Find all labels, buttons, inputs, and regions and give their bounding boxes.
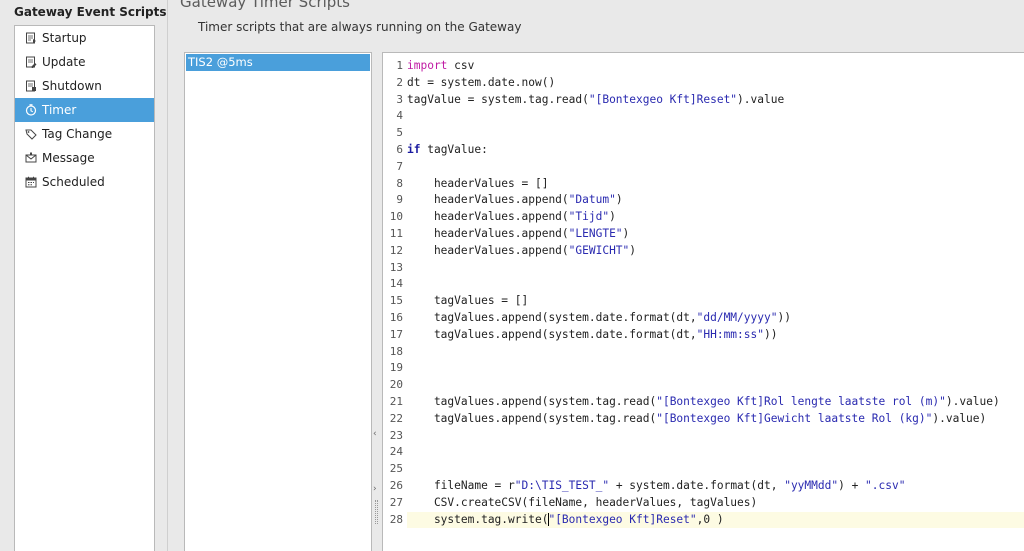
line-number: 15	[389, 294, 403, 308]
line-number: 3	[396, 92, 403, 106]
line-number: 23	[389, 428, 403, 442]
page-title: Gateway Timer Scripts	[180, 0, 350, 11]
sidebar-item-timer[interactable]: Timer	[15, 98, 154, 122]
line-number: 11	[389, 227, 403, 240]
code-line[interactable]: headerValues.append("GEWICHT")	[407, 243, 637, 257]
sidebar-item-label: Update	[42, 55, 86, 69]
page-subtitle: Timer scripts that are always running on…	[198, 20, 522, 34]
code-line[interactable]: tagValues.append(system.date.format(dt,"…	[407, 311, 791, 324]
code-line[interactable]: tagValues = []	[407, 294, 529, 308]
code-line[interactable]: import csv	[407, 59, 475, 72]
line-number: 25	[389, 462, 403, 476]
code-line[interactable]: fileName = r"D:\TIS_TEST_" + system.date…	[407, 479, 906, 492]
sidebar-item-scheduled[interactable]: Scheduled	[15, 170, 154, 194]
code-line[interactable]: dt = system.date.now()	[407, 75, 556, 89]
line-number: 20	[389, 378, 403, 392]
line-number: 27	[389, 495, 403, 509]
line-number: 13	[389, 260, 403, 274]
timer-icon	[25, 104, 37, 116]
sidebar-item-update[interactable]: Update	[15, 50, 154, 74]
collapse-left-arrow-icon[interactable]: ‹	[373, 429, 377, 439]
sidebar-item-message[interactable]: Message	[15, 146, 154, 170]
line-number: 16	[389, 311, 403, 324]
line-number: 1	[396, 59, 403, 72]
line-number: 9	[396, 193, 403, 207]
line-number: 18	[389, 344, 403, 358]
sidebar-item-label: Tag Change	[42, 127, 113, 141]
code-line[interactable]: headerValues = []	[407, 176, 549, 190]
code-text-area[interactable]: import csv dt = system.date.now() tagValue…	[407, 53, 1024, 551]
sidebar-item-startup[interactable]: Startup	[15, 26, 154, 50]
line-number: 10	[389, 210, 403, 224]
code-line[interactable]: headerValues.append("LENGTE")	[407, 227, 630, 240]
line-number: 7	[396, 159, 403, 173]
timer-script-list: TIS2 @5ms	[184, 52, 372, 551]
code-line[interactable]: headerValues.append("Datum")	[407, 193, 623, 207]
sidebar-title: Gateway Event Scripts	[14, 5, 167, 19]
update-script-icon	[25, 56, 37, 68]
pane-splitter[interactable]: ‹ ›	[372, 52, 382, 551]
line-number: 26	[389, 479, 403, 492]
code-line[interactable]: tagValue = system.tag.read("[Bontexgeo K…	[407, 92, 785, 106]
expand-right-arrow-icon[interactable]: ›	[373, 484, 377, 494]
line-number: 2	[396, 75, 403, 89]
line-number: 24	[389, 445, 403, 459]
sidebar-item-label: Scheduled	[42, 175, 105, 189]
calendar-icon	[25, 176, 37, 188]
code-line[interactable]: tagValues.append(system.date.format(dt,"…	[407, 327, 778, 341]
line-number: 5	[396, 126, 403, 140]
code-line[interactable]: if tagValue:	[407, 143, 488, 156]
code-line[interactable]: headerValues.append("Tijd")	[407, 210, 616, 224]
line-number: 4	[396, 109, 403, 123]
code-line[interactable]: CSV.createCSV(fileName, headerValues, ta…	[407, 495, 758, 509]
sidebar-item-label: Startup	[42, 31, 87, 45]
line-number: 8	[396, 176, 403, 190]
line-number: 19	[389, 361, 403, 375]
tag-change-icon	[25, 128, 37, 140]
line-number: 21	[389, 395, 403, 408]
sidebar-item-shutdown[interactable]: Shutdown	[15, 74, 154, 98]
event-type-list: Startup Update Shutdown Timer Tag Change	[14, 25, 155, 551]
sidebar-item-tag-change[interactable]: Tag Change	[15, 122, 154, 146]
event-scripts-sidebar: Gateway Event Scripts Startup Update Shu…	[0, 0, 168, 551]
sidebar-item-label: Shutdown	[42, 79, 102, 93]
sidebar-item-label: Timer	[42, 103, 77, 117]
code-line[interactable]: tagValues.append(system.tag.read("[Bonte…	[407, 395, 1000, 408]
message-icon	[25, 152, 37, 164]
code-line[interactable]: system.tag.write("[Bontexgeo Kft]Reset",…	[407, 511, 1024, 529]
startup-script-icon	[25, 32, 37, 44]
line-number: 6	[396, 143, 403, 156]
script-item-tis2[interactable]: TIS2 @5ms	[186, 54, 370, 71]
sidebar-item-label: Message	[42, 151, 95, 165]
text-caret	[547, 513, 549, 527]
shutdown-script-icon	[25, 80, 37, 92]
splitter-grip[interactable]	[375, 500, 378, 524]
line-number: 17	[389, 327, 403, 341]
code-line[interactable]: tagValues.append(system.tag.read("[Bonte…	[407, 411, 987, 425]
line-number: 22	[389, 411, 403, 425]
line-number: 14	[389, 277, 403, 291]
line-number: 12	[389, 243, 403, 257]
line-number: 28	[389, 512, 403, 526]
